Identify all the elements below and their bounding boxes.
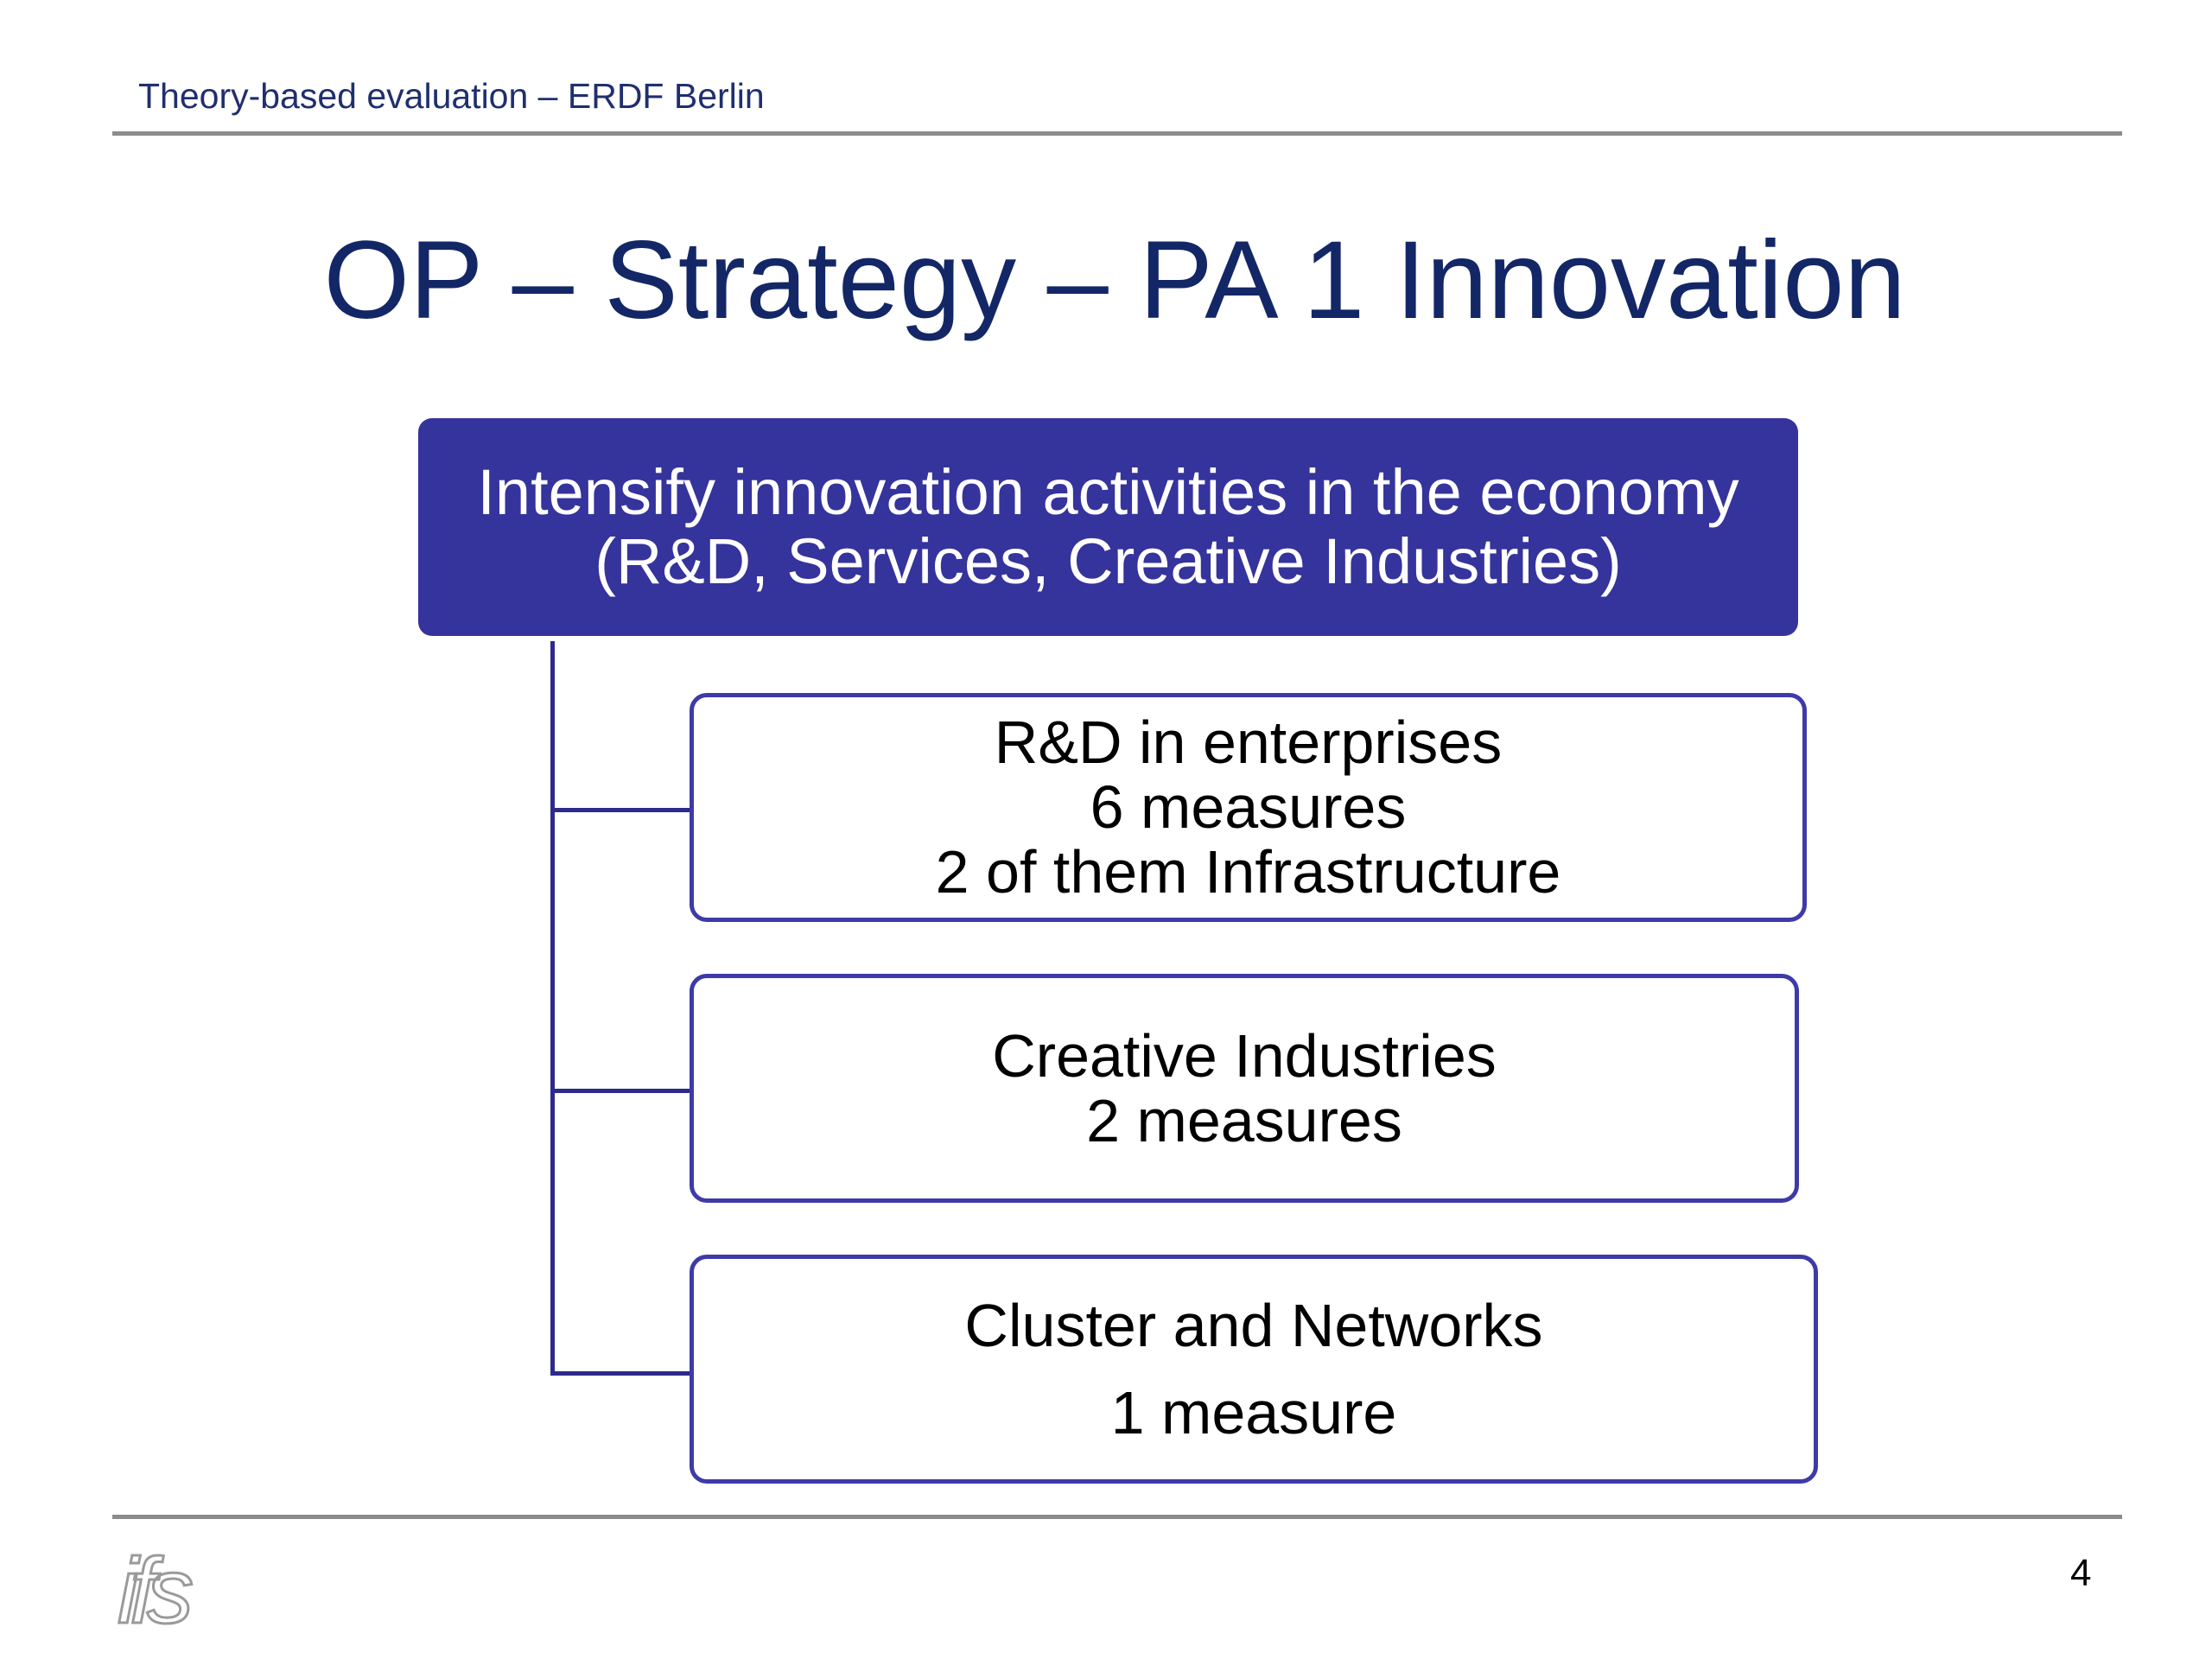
child-node-rd: R&D in enterprises 6 measures 2 of them … [690, 693, 1807, 922]
trunk-connector [550, 641, 555, 1376]
child-node-line: 6 measures [1090, 773, 1407, 842]
branch-connector [550, 1371, 694, 1376]
child-node-line: 1 measure [1110, 1378, 1397, 1446]
footer-divider [112, 1515, 2122, 1519]
root-node-line: (R&D, Services, Creative Industries) [594, 525, 1622, 597]
root-node-line: Intensify innovation activities in the e… [477, 456, 1739, 529]
child-node-cluster: Cluster and Networks 1 measure [690, 1255, 1818, 1484]
branch-connector [550, 808, 694, 812]
header-divider [112, 131, 2122, 136]
logo-lettering: ifs [118, 1538, 192, 1636]
child-node-line: Creative Industries [992, 1021, 1497, 1090]
child-node-line: R&D in enterprises [994, 709, 1503, 777]
child-node-line: 2 of them Infrastructure [935, 837, 1561, 906]
slide-title: OP – Strategy – PA 1 Innovation [323, 219, 1906, 342]
ifs-logo: ifs [117, 1537, 202, 1637]
child-node-line: Cluster and Networks [964, 1291, 1543, 1359]
child-node-creative: Creative Industries 2 measures [690, 974, 1799, 1203]
root-node: Intensify innovation activities in the e… [418, 418, 1798, 636]
child-node-line: 2 measures [1086, 1086, 1402, 1154]
header-title: Theory-based evaluation – ERDF Berlin [138, 76, 765, 116]
branch-connector [550, 1089, 694, 1093]
page-number: 4 [2070, 1552, 2092, 1594]
